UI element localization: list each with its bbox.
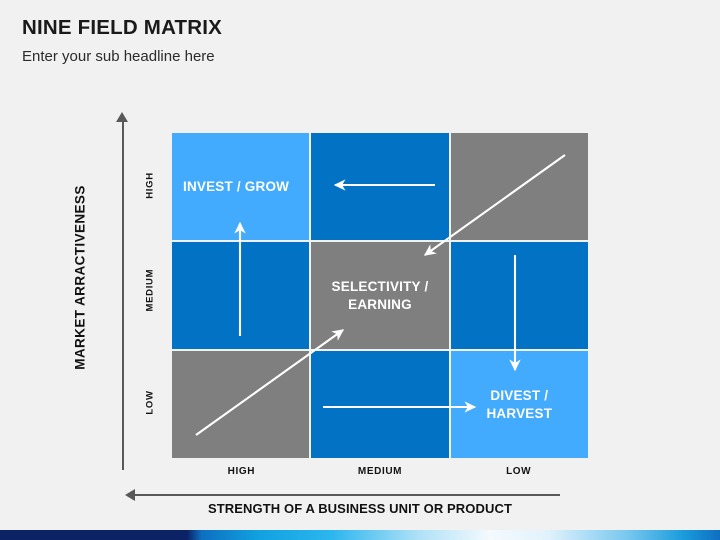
page-title: NINE FIELD MATRIX: [22, 16, 223, 39]
matrix-cell-r3c1[interactable]: [172, 351, 310, 458]
footer-gradient-band: [0, 530, 720, 540]
matrix-cell-label: SELECTIVITY / EARNING: [331, 279, 429, 312]
x-axis-line: [135, 494, 560, 496]
matrix-cell-r1c2[interactable]: [311, 133, 449, 240]
matrix-cell-r1c1[interactable]: INVEST / GROW: [172, 133, 310, 240]
x-axis-arrowhead-icon: [125, 489, 135, 501]
nine-field-matrix-grid: INVEST / GROW SELECTIVITY / EARNING DIVEST…: [172, 133, 588, 458]
matrix-cell-label: DIVEST / HARVEST: [486, 388, 553, 421]
matrix-cell-label: INVEST / GROW: [183, 178, 290, 194]
x-axis-tick-medium: MEDIUM: [357, 466, 403, 477]
matrix-cell-r2c1[interactable]: [172, 242, 310, 349]
x-axis-tick-low: LOW: [506, 466, 532, 477]
y-axis-line: [122, 118, 124, 470]
x-axis-title: STRENGTH OF A BUSINESS UNIT OR PRODUCT: [207, 501, 512, 516]
y-axis-tick-medium: MEDIUM: [144, 268, 156, 311]
y-axis-title: MARKET ARRACTIVENESS: [72, 185, 88, 370]
matrix-cell-r2c3[interactable]: [450, 242, 588, 349]
page-subtitle: Enter your sub headline here: [22, 48, 215, 65]
matrix-cell-r2c2[interactable]: SELECTIVITY / EARNING: [311, 242, 449, 349]
y-axis-arrowhead-icon: [116, 112, 128, 122]
x-axis-tick-high: HIGH: [227, 466, 256, 477]
matrix-cell-r3c2[interactable]: [311, 351, 449, 458]
y-axis-tick-low: LOW: [144, 390, 156, 415]
y-axis-tick-high: HIGH: [144, 172, 156, 199]
matrix-cell-r3c3[interactable]: DIVEST / HARVEST: [450, 351, 588, 458]
matrix-cell-r1c3[interactable]: [450, 133, 588, 240]
